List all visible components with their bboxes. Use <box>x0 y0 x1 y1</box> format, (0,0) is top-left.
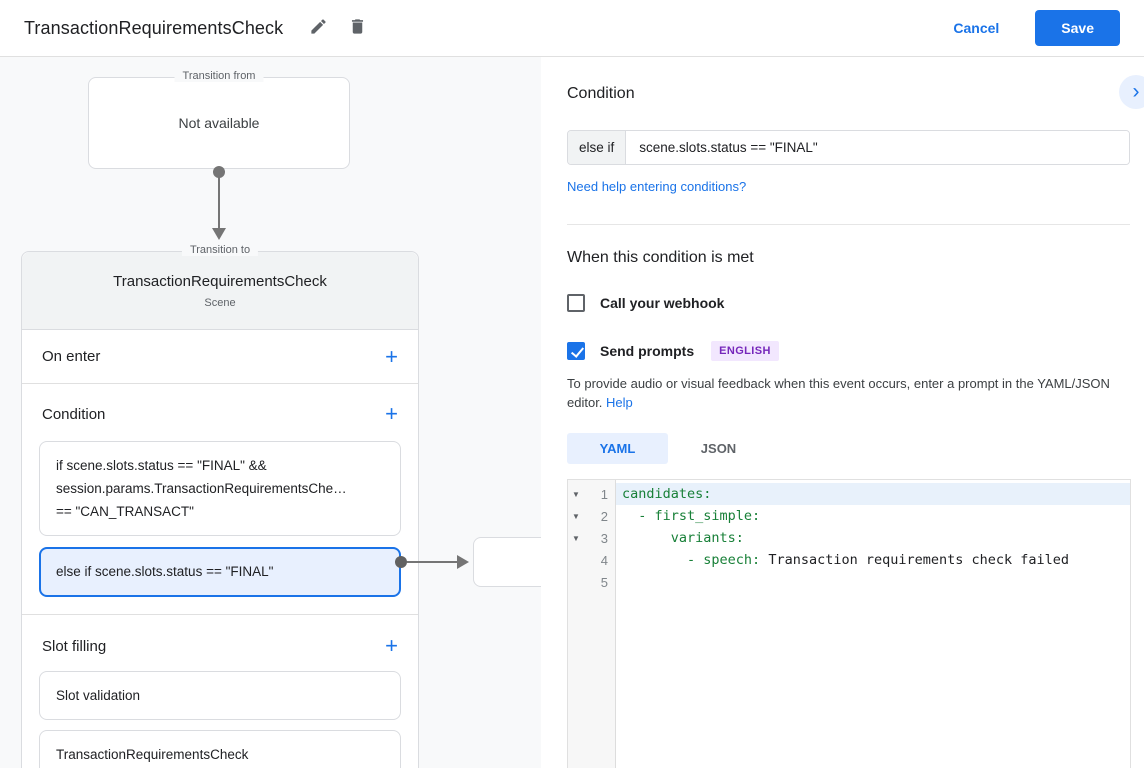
condition-section: Condition + if scene.slots.status == "FI… <box>22 384 418 615</box>
yaml-code-editor: ▼ 1 ▼ 2 ▼ 3 4 5 candidates: - first_simple: var… <box>567 479 1131 768</box>
webhook-checkbox[interactable] <box>567 294 585 312</box>
panel-divider <box>567 224 1130 225</box>
condition-item[interactable]: if scene.slots.status == "FINAL" &&sessi… <box>39 441 401 536</box>
tab-json[interactable]: JSON <box>700 441 737 457</box>
add-slot-button[interactable]: + <box>385 633 398 658</box>
delete-scene-button[interactable] <box>348 17 367 39</box>
page-title: TransactionRequirementsCheck <box>24 17 284 38</box>
chevron-right-icon: › <box>1132 80 1140 103</box>
scene-type-label: Scene <box>204 296 236 309</box>
prompt-editor-description: To provide audio or visual feedback when… <box>567 374 1133 412</box>
condition-operator-label: else if <box>568 131 627 164</box>
when-condition-met-section: When this condition is met Call your web… <box>541 225 1144 768</box>
transition-from-legend: Transition from <box>174 70 264 82</box>
editor-gutter: ▼ 1 ▼ 2 ▼ 3 4 5 <box>568 480 616 768</box>
condition-heading: Condition <box>567 85 635 102</box>
fold-chevron-down-icon[interactable]: ▼ <box>572 533 580 543</box>
scene-card-header: TransactionRequirementsCheck Scene <box>22 252 418 330</box>
condition-item-selected[interactable]: else if scene.slots.status == "FINAL" <box>39 547 401 597</box>
transition-from-node: Transition from Not available <box>88 70 350 169</box>
condition-connector-arrowhead-icon <box>457 555 469 569</box>
condition-connector-line <box>407 561 458 563</box>
scene-name: TransactionRequirementsCheck <box>113 272 327 290</box>
prompt-help-link[interactable]: Help <box>606 395 633 411</box>
connector-arrowhead-icon <box>212 228 226 240</box>
main-area: Transition from Not available Transition… <box>0 57 1144 768</box>
condition-connector-dot <box>395 556 407 568</box>
code-line: variants: <box>622 530 744 547</box>
transition-to-card: Transition to TransactionRequirementsChe… <box>21 244 419 768</box>
slot-filling-label: Slot filling <box>42 637 107 655</box>
transition-target-node[interactable] <box>473 537 541 587</box>
editor-code-area[interactable]: candidates: - first_simple: variants: - … <box>616 480 1130 768</box>
code-line: - first_simple: <box>622 508 761 525</box>
cancel-button[interactable]: Cancel <box>953 20 1000 36</box>
slot-item[interactable]: Slot validation <box>39 671 401 720</box>
on-enter-section: On enter + <box>22 330 418 384</box>
line-number: 1 <box>600 486 608 502</box>
line-number: 5 <box>600 574 608 590</box>
line-number: 4 <box>600 552 608 568</box>
conditions-help-link[interactable]: Need help entering conditions? <box>567 179 747 194</box>
connector-line <box>218 172 220 228</box>
condition-section-label: Condition <box>42 405 106 423</box>
line-number: 3 <box>600 530 608 546</box>
header: TransactionRequirementsCheck Cancel Save <box>0 0 1144 57</box>
webhook-row: Call your webhook <box>567 294 1130 312</box>
condition-editor-section: Condition › else if Need help entering c… <box>541 57 1144 225</box>
code-line: candidates: <box>616 483 1130 506</box>
editor-tabs: YAML JSON <box>567 433 1130 465</box>
send-prompts-checkbox[interactable] <box>567 342 585 360</box>
condition-input-group: else if <box>567 130 1130 165</box>
fold-chevron-down-icon[interactable]: ▼ <box>572 511 580 521</box>
code-line <box>616 571 1130 593</box>
slot-item[interactable]: TransactionRequirementsCheck <box>39 730 401 768</box>
collapse-panel-button[interactable]: › <box>1119 75 1144 109</box>
add-on-enter-button[interactable]: + <box>385 343 398 369</box>
transition-from-content: Not available <box>178 115 260 131</box>
line-number: 2 <box>600 508 608 524</box>
condition-expression-input[interactable] <box>626 131 1129 164</box>
webhook-label: Call your webhook <box>600 295 725 311</box>
scene-flow-canvas: Transition from Not available Transition… <box>0 57 541 768</box>
tab-yaml[interactable]: YAML <box>567 433 668 465</box>
add-condition-button[interactable]: + <box>385 401 398 426</box>
when-met-heading: When this condition is met <box>567 249 754 266</box>
condition-item-list: if scene.slots.status == "FINAL" &&sessi… <box>22 441 418 597</box>
send-prompts-label: Send prompts <box>600 343 695 359</box>
language-badge: ENGLISH <box>711 341 779 361</box>
edit-scene-button[interactable] <box>309 17 328 39</box>
trash-icon <box>348 17 367 39</box>
fold-chevron-down-icon[interactable]: ▼ <box>572 489 580 499</box>
on-enter-label: On enter <box>42 348 101 365</box>
description-text: To provide audio or visual feedback when… <box>567 376 1110 411</box>
code-line: - speech: Transaction requirements check… <box>622 552 1070 569</box>
save-button[interactable]: Save <box>1035 10 1120 46</box>
pencil-icon <box>309 17 328 39</box>
send-prompts-row: Send prompts ENGLISH <box>567 341 1130 361</box>
condition-detail-panel: Condition › else if Need help entering c… <box>541 57 1144 768</box>
transition-to-legend: Transition to <box>181 244 259 256</box>
